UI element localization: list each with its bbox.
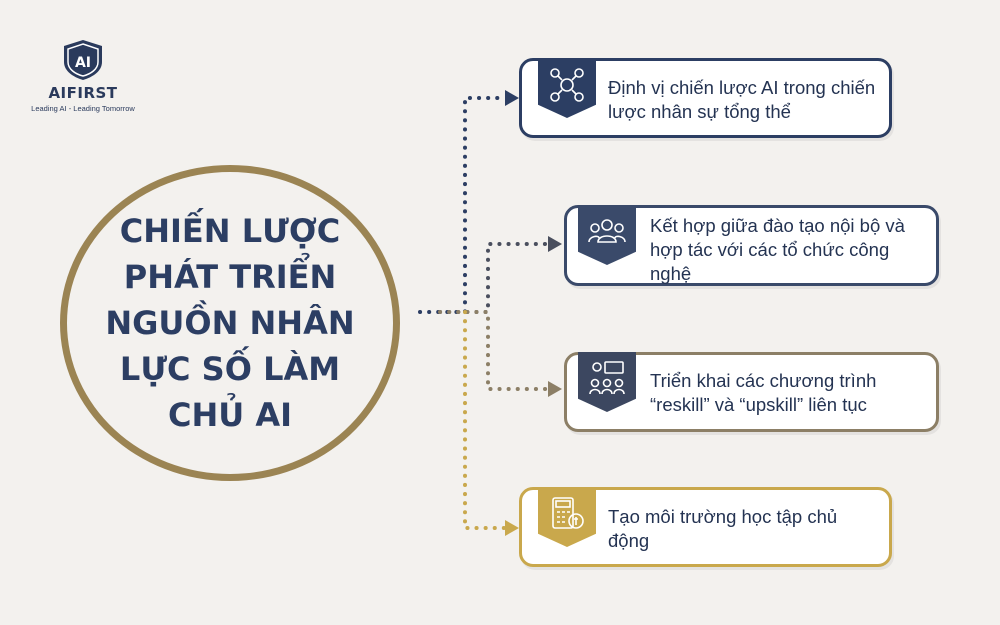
logo-mark-text: AI: [75, 55, 91, 71]
logo-tagline: Leading AI - Leading Tomorrow: [31, 104, 135, 113]
branch-text-1: Định vị chiến lược AI trong chiến lược n…: [608, 77, 876, 122]
branch-text-2: Kết hợp giữa đào tạo nội bộ và hợp tác v…: [650, 215, 905, 284]
branch-badge-3: [578, 352, 636, 412]
branch-text-4: Tạo môi trường học tập chủ động: [608, 506, 838, 551]
central-topic-title: CHIẾN LƯỢC PHÁT TRIỂN NGUỒN NHÂN LỰC SỐ …: [105, 212, 355, 434]
connector-1: [418, 96, 507, 314]
connector-2: [438, 242, 550, 314]
connector-4: [463, 310, 507, 530]
branch-card-4: Tạo môi trường học tập chủ động: [519, 487, 892, 567]
branch-badge-4: [538, 487, 596, 547]
team-group-icon: [588, 219, 626, 243]
brand-logo: AI AIFIRST Leading AI - Leading Tomorrow: [28, 38, 138, 113]
calculator-finance-icon: [552, 497, 584, 529]
arrowhead-2: [548, 236, 562, 252]
shield-logo-icon: AI: [64, 40, 102, 80]
central-topic-circle: CHIẾN LƯỢC PHÁT TRIỂN NGUỒN NHÂN LỰC SỐ …: [60, 165, 400, 481]
branch-badge-2: [578, 205, 636, 265]
connector-3: [438, 310, 550, 391]
arrowhead-3: [548, 381, 562, 397]
branch-card-2: Kết hợp giữa đào tạo nội bộ và hợp tác v…: [564, 205, 939, 286]
branch-card-1: Định vị chiến lược AI trong chiến lược n…: [519, 58, 892, 138]
branch-text-3: Triển khai các chương trình “reskill” và…: [650, 370, 877, 415]
training-class-icon: [589, 361, 625, 395]
arrowhead-4: [505, 520, 519, 536]
logo-name: AIFIRST: [48, 84, 118, 102]
arrowhead-1: [505, 90, 519, 106]
branch-card-3: Triển khai các chương trình “reskill” và…: [564, 352, 939, 432]
branch-badge-1: [538, 58, 596, 118]
network-people-icon: [550, 68, 584, 102]
